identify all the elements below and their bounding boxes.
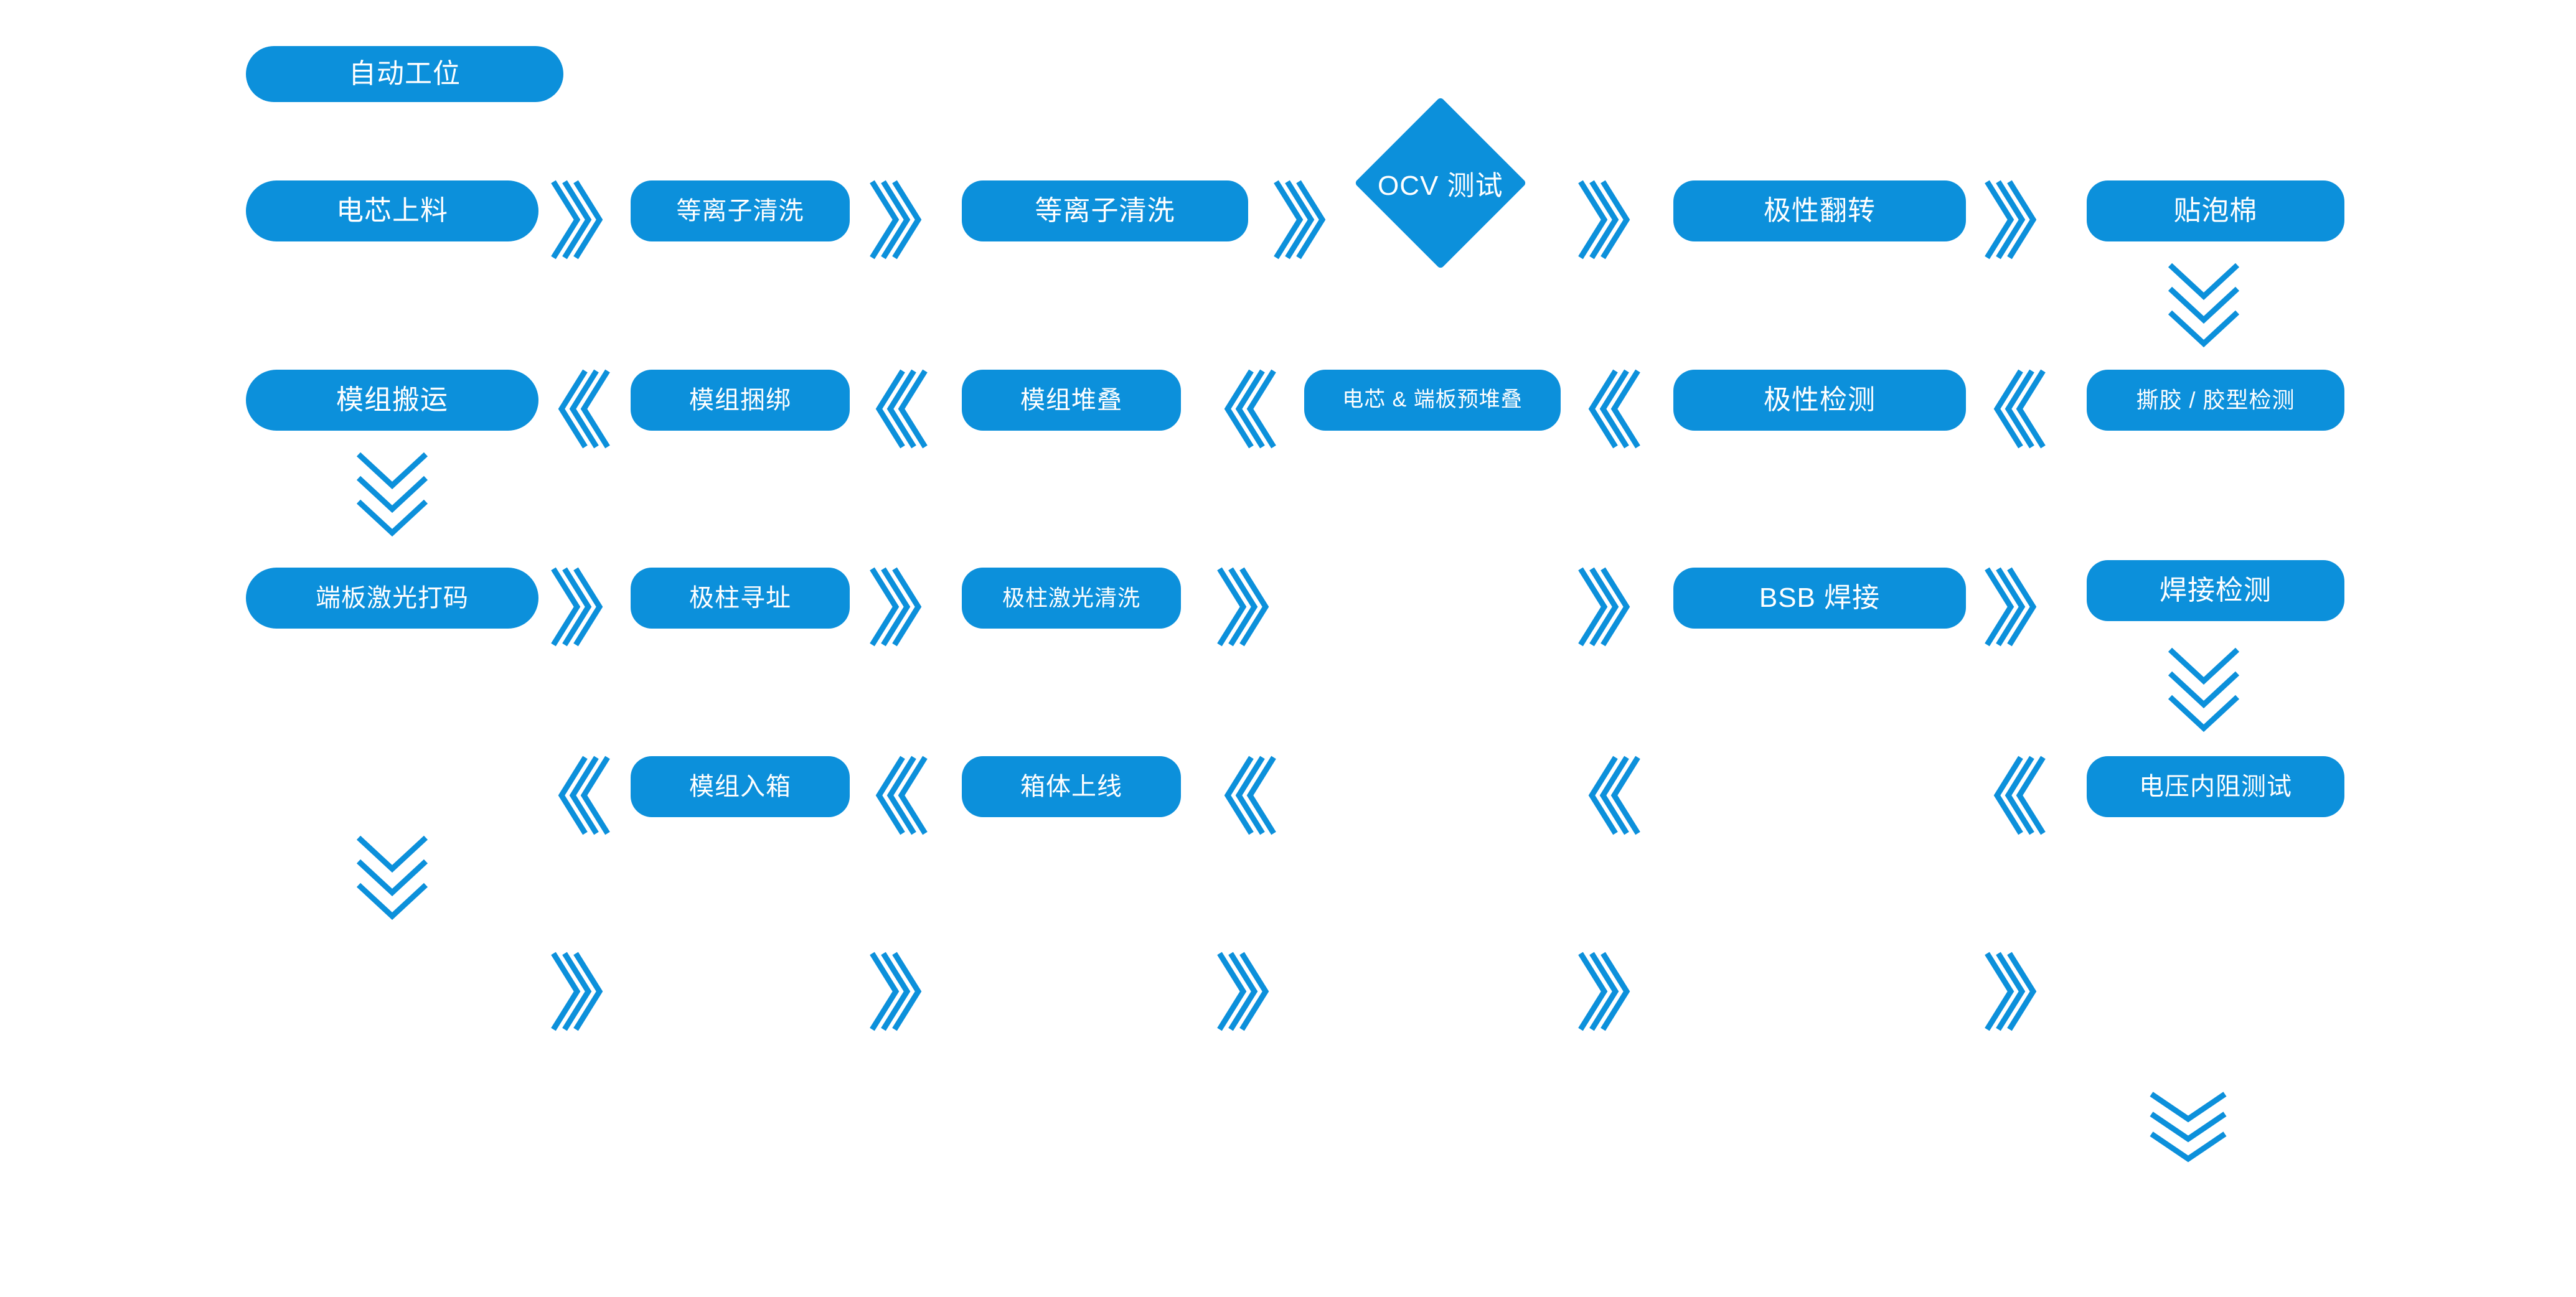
- chevron-right-r5c2: [870, 951, 926, 1032]
- node-ocv-test-label: OCV 测试: [1378, 171, 1503, 202]
- node-foam-attach[interactable]: 贴泡棉: [2087, 180, 2344, 241]
- chevron-left-r4c2: [872, 755, 928, 836]
- chevron-down-c1-r2r3: [355, 451, 430, 538]
- chevron-left-r2c1: [554, 368, 610, 449]
- chevron-down-c6-r1r2: [2166, 261, 2241, 349]
- chevron-left-r2c3: [1220, 368, 1276, 449]
- legend: 自动工位: [246, 46, 563, 102]
- chevron-left-r2c5: [1990, 368, 2046, 449]
- node-cell-endplate-prestack[interactable]: 电芯 & 端板预堆叠: [1304, 370, 1561, 431]
- legend-chip: 自动工位: [246, 46, 563, 102]
- node-tape-glue-inspection[interactable]: 撕胶 / 胶型检测: [2087, 370, 2344, 431]
- chevron-down-terminal: [2148, 1090, 2229, 1165]
- chevron-left-r4c4: [1584, 755, 1640, 836]
- node-weld-inspection[interactable]: 焊接检测: [2087, 560, 2344, 621]
- chevron-right-r3c3: [1217, 566, 1273, 647]
- chevron-right-r1c3: [1274, 179, 1330, 260]
- node-endplate-laser-marking[interactable]: 端板激光打码: [246, 568, 538, 629]
- node-plasma-clean-1[interactable]: 等离子清洗: [631, 180, 850, 241]
- chevron-right-r3c2: [870, 566, 926, 647]
- node-pole-laser-clean[interactable]: 极柱激光清洗: [962, 568, 1181, 629]
- node-pole-addressing[interactable]: 极柱寻址: [631, 568, 850, 629]
- chevron-right-r3c5: [1985, 566, 2041, 647]
- chevron-left-r4c5: [1990, 755, 2046, 836]
- chevron-right-r1c5: [1985, 179, 2041, 260]
- chevron-right-r1c1: [551, 179, 607, 260]
- node-polarity-inspection[interactable]: 极性检测: [1673, 370, 1966, 431]
- node-voltage-resistance-test[interactable]: 电压内阻测试: [2087, 756, 2344, 817]
- chevron-left-r4c3: [1220, 755, 1276, 836]
- chevron-right-r5c3: [1217, 951, 1273, 1032]
- chevron-right-r5c1: [551, 951, 607, 1032]
- chevron-right-r1c2: [870, 179, 926, 260]
- chevron-left-r4c1: [554, 755, 610, 836]
- chevron-down-c6-r3r4: [2166, 646, 2241, 733]
- node-bsb-welding[interactable]: BSB 焊接: [1673, 568, 1966, 629]
- node-module-transfer[interactable]: 模组搬运: [246, 370, 538, 431]
- chevron-right-r5c5: [1985, 951, 2041, 1032]
- node-polarity-flip[interactable]: 极性翻转: [1673, 180, 1966, 241]
- node-module-binding[interactable]: 模组捆绑: [631, 370, 850, 431]
- chevron-right-r5c4: [1578, 951, 1634, 1032]
- chevron-right-r3c1: [551, 566, 607, 647]
- chevron-down-c1-r4r5: [355, 834, 430, 921]
- chevron-left-r2c2: [872, 368, 928, 449]
- node-plasma-clean-2[interactable]: 等离子清洗: [962, 180, 1248, 241]
- chevron-right-r1c4: [1578, 179, 1634, 260]
- node-ocv-test[interactable]: OCV 测试: [1354, 96, 1527, 269]
- chevron-left-r2c4: [1584, 368, 1640, 449]
- chevron-right-r3c4: [1578, 566, 1634, 647]
- node-cell-loading[interactable]: 电芯上料: [246, 180, 538, 241]
- node-module-stacking[interactable]: 模组堆叠: [962, 370, 1181, 431]
- node-box-online[interactable]: 箱体上线: [962, 756, 1181, 817]
- node-module-boxing[interactable]: 模组入箱: [631, 756, 850, 817]
